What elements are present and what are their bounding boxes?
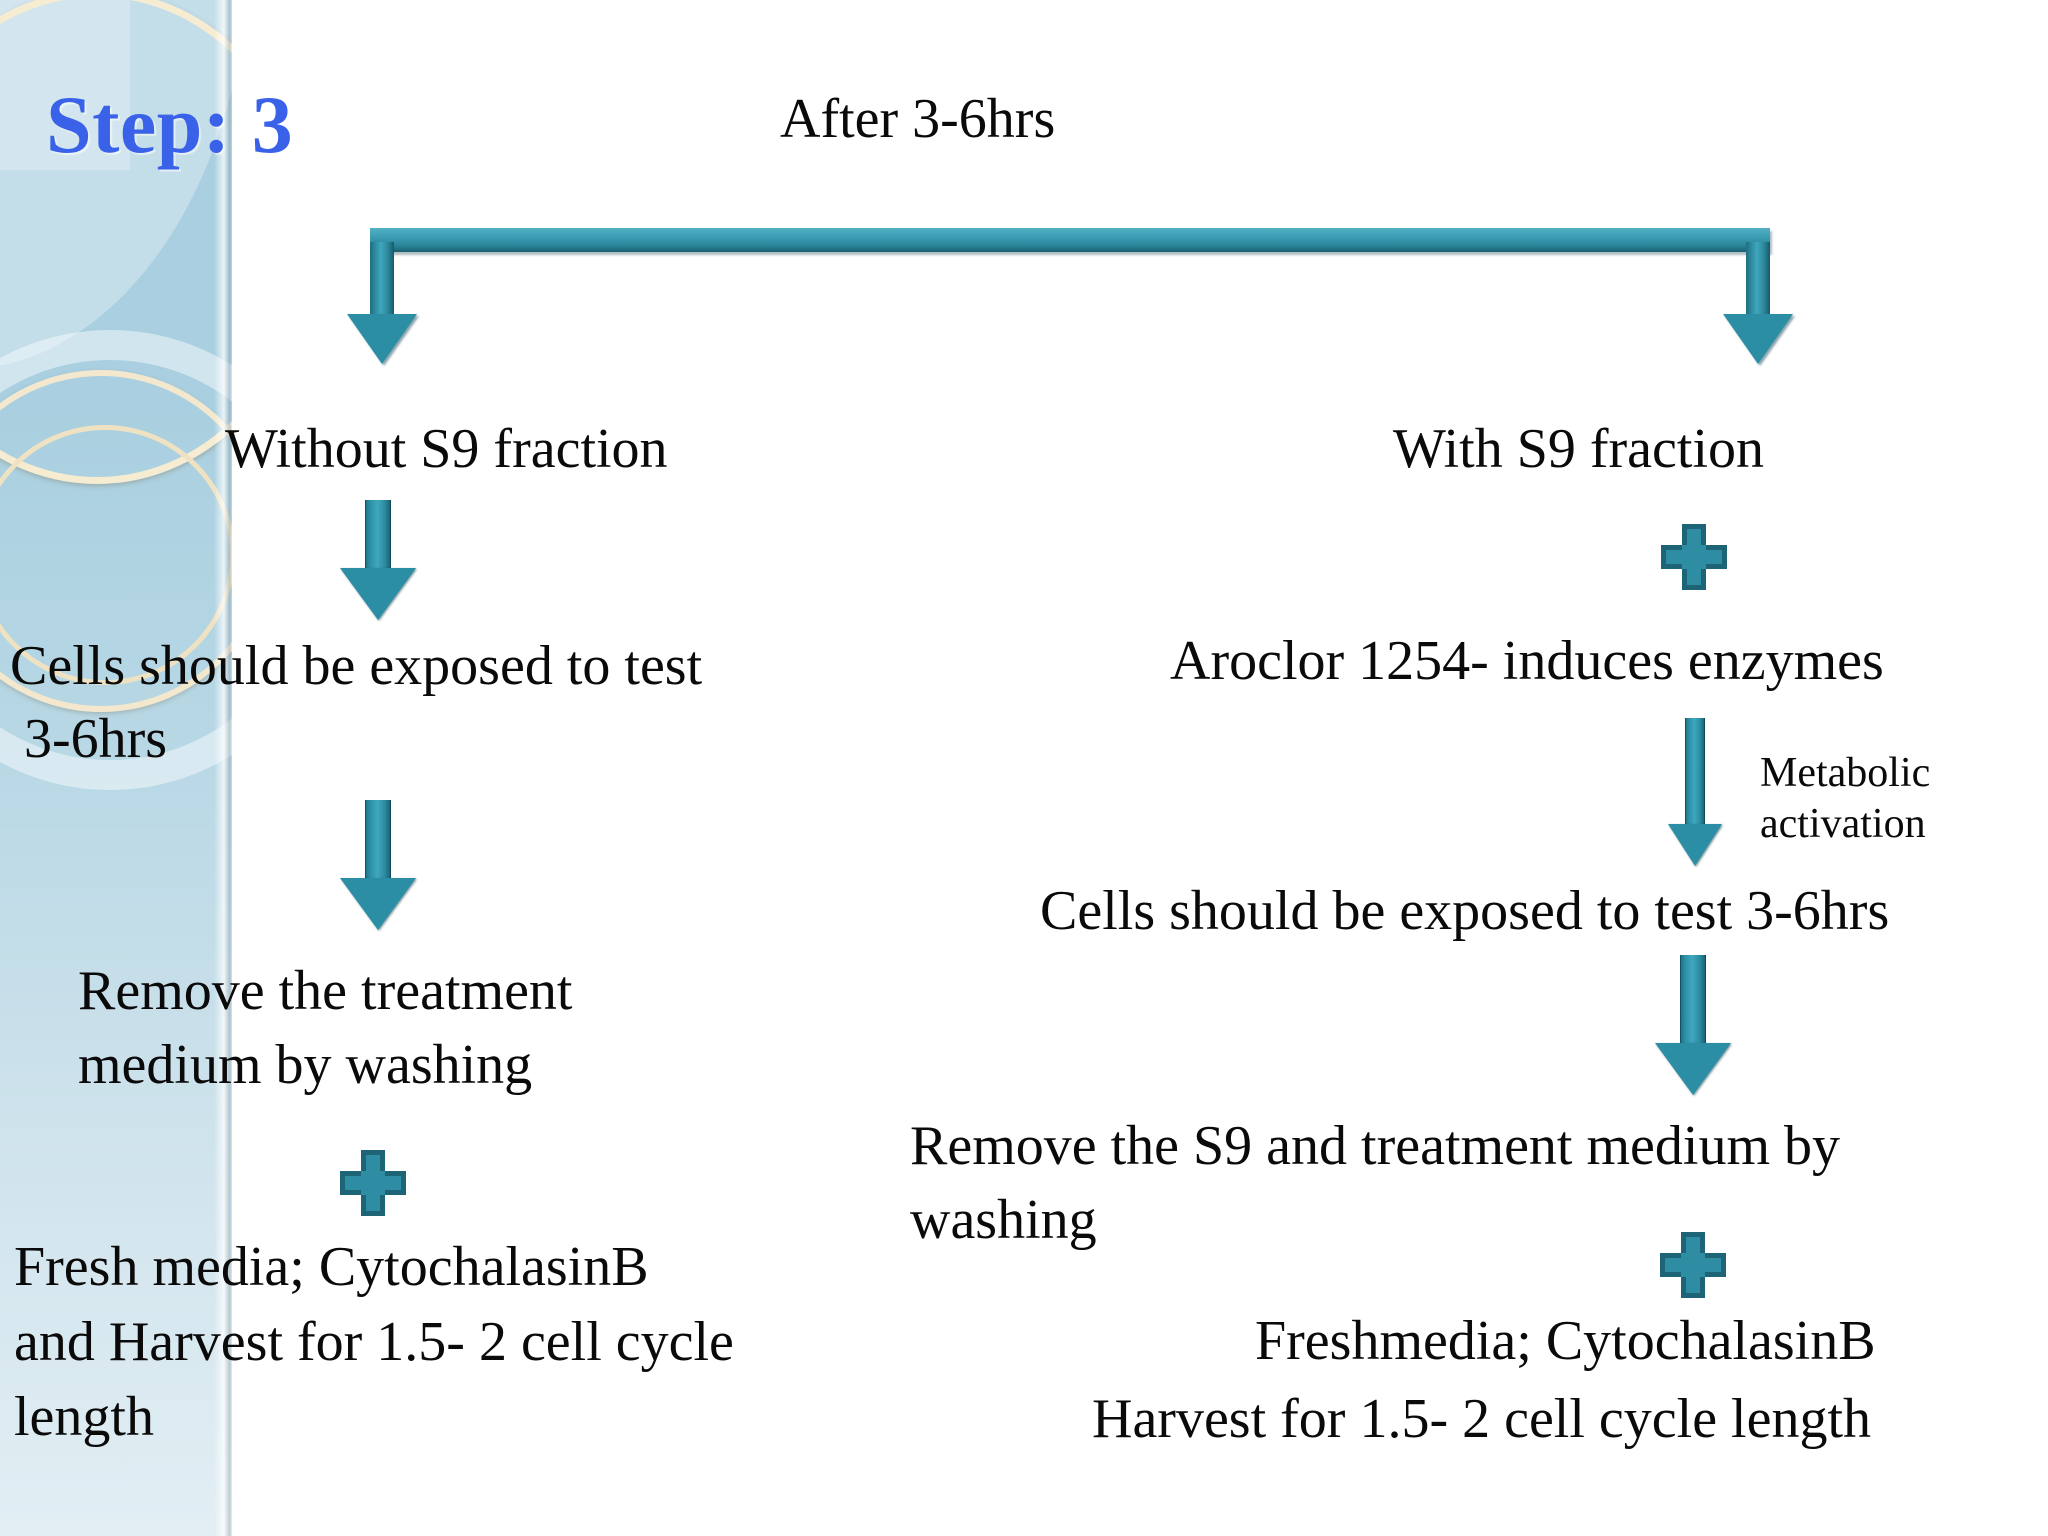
bracket-left-leg — [370, 242, 394, 316]
bracket-right-arrowhead — [1723, 314, 1793, 364]
sidebar-edge-highlight — [214, 0, 232, 1536]
down-arrow-icon — [1668, 718, 1722, 866]
decorative-sidebar — [0, 0, 232, 1536]
down-arrow-icon — [1655, 955, 1731, 1095]
arrow-shaft — [1680, 955, 1706, 1047]
step-right-fresh-media: Freshmedia; CytochalasinB — [1255, 1310, 1876, 1372]
bracket-left-arrowhead — [347, 314, 417, 364]
page-title: Step: 3 — [46, 79, 294, 170]
plus-icon — [1660, 1232, 1726, 1298]
step-right-aroclor: Aroclor 1254- induces enzymes — [1170, 630, 1884, 692]
arrow-head — [1668, 824, 1722, 866]
down-arrow-icon — [340, 800, 416, 930]
plus-icon — [340, 1150, 406, 1216]
plus-core — [1682, 545, 1706, 569]
arrow-shaft — [1685, 718, 1705, 826]
step-right-harvest: Harvest for 1.5- 2 cell cycle length — [1092, 1388, 1872, 1450]
down-arrow-icon — [340, 500, 416, 620]
bracket-right-leg — [1746, 242, 1770, 316]
arrow-head — [340, 568, 416, 620]
branch-heading-without-s9: Without S9 fraction — [225, 418, 668, 480]
bracket-horizontal-bar — [370, 228, 1770, 252]
flow-top-label: After 3-6hrs — [780, 88, 1056, 150]
annotation-metabolic-activation: Metabolic activation — [1760, 750, 1931, 848]
arrow-shaft — [365, 800, 391, 880]
step-right-remove-s9: Remove the S9 and treatment medium by wa… — [910, 1115, 1841, 1251]
plus-core — [1681, 1253, 1705, 1277]
arrow-head — [340, 878, 416, 930]
decorative-ring-cream-medium — [0, 370, 232, 712]
arrow-shaft — [365, 500, 391, 570]
plus-icon — [1661, 524, 1727, 590]
step-right-expose-cells: Cells should be exposed to test 3-6hrs — [1040, 880, 1890, 942]
step-left-remove-medium: Remove the treatment medium by washing — [78, 960, 573, 1096]
split-bracket-icon — [347, 228, 1793, 378]
step-left-fresh-media: Fresh media; CytochalasinB and Harvest f… — [14, 1236, 734, 1449]
plus-core — [361, 1171, 385, 1195]
step-left-expose-cells: Cells should be exposed to test 3-6hrs — [10, 635, 703, 770]
arrow-head — [1655, 1043, 1731, 1095]
branch-heading-with-s9: With S9 fraction — [1393, 418, 1764, 480]
